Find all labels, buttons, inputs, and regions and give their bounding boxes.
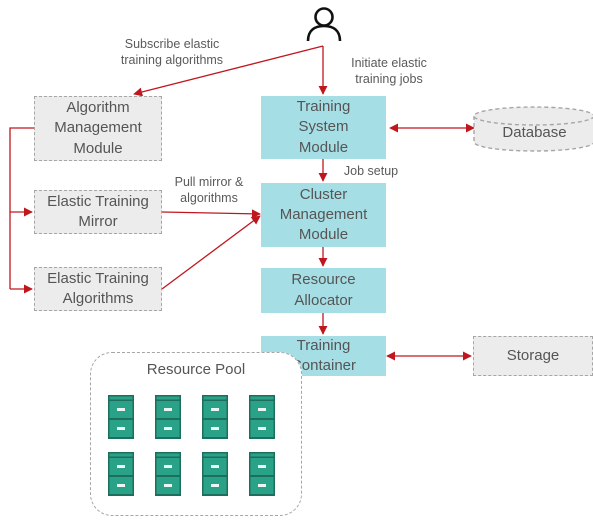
label-job-setup: Job setup bbox=[343, 164, 399, 178]
server-icon bbox=[155, 395, 181, 439]
elastic-training-mirror: Elastic Training Mirror bbox=[34, 190, 162, 234]
arrow-algorithms-to-cluster bbox=[161, 215, 261, 290]
resource-pool-title: Resource Pool bbox=[146, 361, 246, 378]
label-initiate: Initiate elastic training jobs bbox=[351, 56, 427, 87]
server-icon bbox=[202, 452, 228, 496]
label-subscribe: Subscribe elastic training algorithms bbox=[120, 37, 224, 68]
storage-box: Storage bbox=[473, 336, 593, 376]
label-pull-mirror: Pull mirror & algorithms bbox=[174, 175, 244, 206]
server-icon bbox=[202, 395, 228, 439]
training-system-module: Training System Module bbox=[261, 96, 386, 159]
server-icon bbox=[108, 395, 134, 439]
bracket-algorithm-module bbox=[9, 127, 34, 289]
database-label: Database bbox=[502, 123, 567, 141]
server-icon bbox=[249, 452, 275, 496]
server-icon bbox=[155, 452, 181, 496]
resource-allocator: Resource Allocator bbox=[261, 268, 386, 313]
cluster-management-module: Cluster Management Module bbox=[261, 183, 386, 247]
database-icon bbox=[473, 106, 593, 152]
user-icon bbox=[306, 7, 342, 42]
arrow-user-to-algorithm-module bbox=[133, 45, 324, 97]
server-icon bbox=[249, 395, 275, 439]
arrow-mirror-to-cluster bbox=[161, 209, 261, 219]
server-icon bbox=[108, 452, 134, 496]
elastic-training-algorithms: Elastic Training Algorithms bbox=[34, 267, 162, 311]
algorithm-management-module: Algorithm Management Module bbox=[34, 96, 162, 161]
